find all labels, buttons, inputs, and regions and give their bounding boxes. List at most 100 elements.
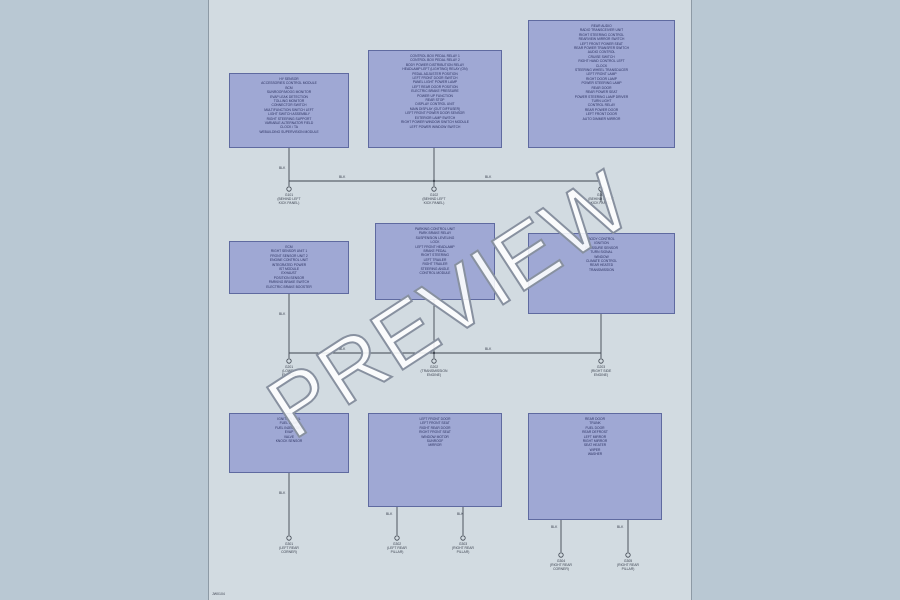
component-label: PEDAL ADJUSTER POSITION [412, 71, 458, 76]
component-label: REAR POWER DOOR [584, 107, 619, 112]
component-label: CLOCK / TA [279, 125, 298, 130]
component-label: RADIO TRANSCEIVER UNIT [579, 28, 624, 33]
component-label: PARK BRAKE RELAY [418, 231, 452, 236]
component-label: TRUNK [589, 421, 601, 426]
component-label: TRANSMISSION [588, 267, 615, 272]
ground-label-line: ENGINE) [281, 373, 297, 378]
component-label: AUDIO CONTROL [587, 50, 616, 55]
component-label: DISPLAY CONTROL UNIT [415, 102, 455, 107]
component-label: RIGHT SENSOR UNIT 1 [270, 249, 308, 254]
ground-label-line: G202 [429, 365, 439, 369]
ground-label-line: (LEFT REAR [279, 546, 299, 551]
wire-label: BLK [339, 347, 346, 351]
component-label: MULTIFUNCTION SWITCH LEFT [264, 107, 314, 112]
wire-label: BLK [279, 312, 286, 316]
component-label: HEADLAMP LEFT (LIGHTING) RELAY (ON) [402, 67, 468, 72]
component-label: CONTROL BOX PEDAL RELAY 1 [410, 54, 460, 58]
component-label: WINDOW [594, 254, 609, 259]
ground-label-line: (RIGHT SIDE [590, 369, 612, 374]
component-label: WEBUILDING SUPERVISION MODULE [259, 129, 319, 134]
component-label: LEFT FRONT POWER DOOR SENSOR [405, 111, 465, 116]
component-label: MIRROR [428, 443, 442, 448]
component-label: FUEL DOOR [585, 425, 605, 430]
component-label: TURN SIGNAL [590, 250, 613, 255]
component-label: LEFT FRONT DOOR [419, 417, 451, 421]
component-label: LEFT FRONT SEAT [420, 421, 450, 426]
component-label: WINDOW MOTOR [421, 434, 449, 439]
ground-label-line: G301 [284, 542, 294, 546]
ground-label-line: G303 [458, 542, 468, 546]
component-label: CLOCK [595, 63, 608, 68]
component-label: REARVIEW MIRROR SWITCH [578, 37, 625, 42]
wire-label: BLK [339, 175, 346, 179]
ground-label-line: ENGINE) [593, 373, 609, 378]
component-label: REAR DOOR [585, 417, 605, 421]
component-label: LEFT FRONT DOOR SWITCH [412, 76, 458, 81]
ground-label-line: (BEHIND LEFT [422, 197, 446, 202]
component-label: CONTROL BOX PEDAL RELAY 2 [410, 58, 460, 63]
component-label: REAR STOP [425, 98, 445, 103]
component-label: LEFT FRONT DOOR [585, 112, 618, 117]
ground-label-line: G305 [623, 559, 633, 563]
component-label: ENGINE CONTROL UNIT [269, 258, 309, 263]
wire-label: BLK [551, 525, 558, 529]
component-label: ELECTRIC BRAKE BOOSTER [266, 284, 312, 289]
component-label: REAR DEFROST [582, 430, 608, 435]
component-label: CONNECTOR SWITCH [271, 103, 307, 108]
wire-label: BLK [485, 347, 492, 351]
ground-label-line: PILLAR) [456, 550, 470, 555]
ground-label-line: G203 [596, 365, 606, 369]
component-label: LEFT POWER WINDOW SWITCH [409, 124, 461, 129]
component-label: BODY POWER DISTRIBUTION RELAY [405, 62, 465, 67]
component-label: FUEL INJECTORS [275, 425, 303, 430]
ground-label-line: (RIGHT REAR [452, 546, 474, 551]
ground-label-line: (RIGHT REAR [617, 563, 639, 568]
wire-label: BLK [485, 175, 492, 179]
ground-label-line: (LEFT REAR [387, 546, 407, 551]
component-label: STEERING ANGLE [420, 266, 450, 271]
component-label: REAR POWER SEAT [585, 90, 618, 95]
ground-label-line: KICK PANEL) [278, 201, 300, 206]
component-label: PANEL LIGHT POWER LAMP [412, 80, 458, 85]
component-label: RIGHT MIRROR [582, 439, 608, 444]
component-label: REAR POWER TRANSFER SWITCH [573, 46, 630, 51]
component-label: WIPER [589, 447, 601, 452]
component-label: RIGHT TRAILER [422, 262, 448, 267]
wire-label: BLK [279, 166, 286, 170]
component-label: WASHER [587, 452, 603, 457]
component-label: LEFT FRONT POWER SEAT [580, 41, 623, 46]
component-label: STEERING WHEEL TRANSDUCER [574, 68, 629, 73]
ground-label-line: G201 [284, 365, 294, 369]
ground-label-line: (BEHIND LEFT [277, 197, 301, 202]
component-label: PRESSURE SENSOR [585, 245, 618, 250]
ground-label-line: PILLAR) [390, 550, 404, 555]
component-label: PARKING CONTROL UNIT [414, 227, 456, 231]
component-label: BODY CONTROL [588, 237, 615, 241]
component-label: TOLLING MONITOR [273, 99, 305, 104]
component-label: RIGHT STEERING [421, 253, 449, 258]
component-label: EXHAUST [281, 271, 297, 276]
component-label: KNOCK SENSOR [275, 439, 303, 444]
wire-label: BLK [617, 525, 624, 529]
component-label: EVAP LEAK DETECTION [270, 94, 308, 99]
component-label: VARIABLE ALTERNATOR FIELD [264, 121, 314, 126]
ground-label-line: CORNER) [281, 550, 297, 555]
component-label: FUEL PUMP [279, 421, 299, 426]
component-label: PARKING BRAKE SWITCH [268, 280, 310, 285]
ground-label-line: (LOWER [282, 369, 296, 374]
component-label: RIGHT DOOR LAMP [586, 76, 617, 81]
component-label: CONTROL RELAY [587, 103, 616, 108]
ground-label-line: G103 [596, 193, 606, 197]
component-label: IGNITION [594, 241, 609, 246]
component-label: BRAKE PEDAL [423, 249, 447, 254]
component-label: LEFT FRONT LAMP [586, 72, 617, 77]
